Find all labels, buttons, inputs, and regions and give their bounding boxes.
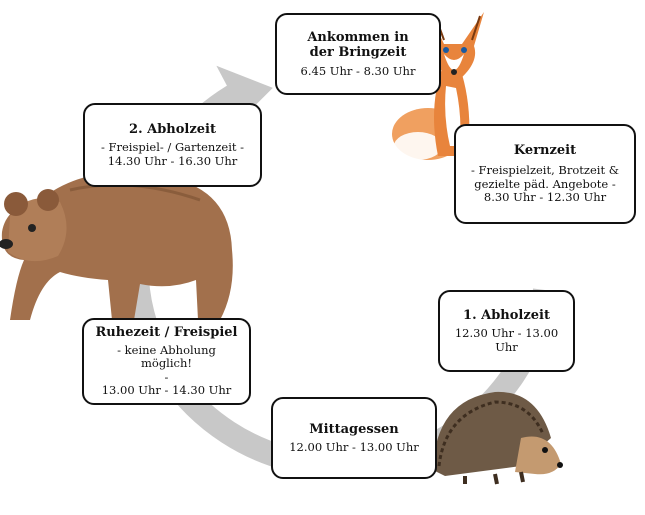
pickup1-time: 12.30 Uhr - 13.00 Uhr	[454, 326, 559, 354]
rest-note-dash: -	[164, 369, 169, 384]
bear-icon	[0, 172, 233, 320]
fox-icon	[392, 12, 484, 160]
pickup1-title: 1. Abholzeit	[463, 307, 550, 323]
rest-box: Ruhezeit / Freispiel - keine Abholung mö…	[82, 318, 251, 405]
arrival-box: Ankommen in der Bringzeit 6.45 Uhr - 8.3…	[275, 13, 441, 95]
rest-time: 13.00 Uhr - 14.30 Uhr	[101, 383, 232, 398]
core-box: Kernzeit - Freispielzeit, Brotzeit & gez…	[454, 124, 636, 224]
arrival-title: Ankommen in der Bringzeit	[307, 29, 409, 61]
core-time: 8.30 Uhr - 12.30 Uhr	[483, 190, 607, 205]
lunch-time: 12.00 Uhr - 13.00 Uhr	[289, 439, 419, 454]
pickup2-time: 14.30 Uhr - 16.30 Uhr	[107, 153, 238, 168]
lunch-title: Mittagessen	[309, 421, 399, 437]
core-activities: - Freispielzeit, Brotzeit &	[471, 163, 619, 178]
core-title: Kernzeit	[513, 142, 577, 158]
pickup2-title: 2. Abholzeit	[129, 121, 216, 137]
pickup1-box: 1. Abholzeit 12.30 Uhr - 13.00 Uhr	[438, 290, 575, 372]
core-activities-cont: gezielte päd. Angebote -	[474, 176, 616, 191]
hedgehog-icon	[433, 391, 563, 485]
lunch-box: Mittagessen 12.00 Uhr - 13.00 Uhr	[271, 397, 437, 479]
rest-note: - keine Abholung möglich!	[117, 342, 216, 371]
pickup2-box: 2. Abholzeit - Freispiel- / Gartenzeit -…	[83, 103, 262, 187]
rest-title: Ruhezeit / Freispiel	[95, 325, 238, 341]
pickup2-activities: - Freispiel- / Gartenzeit -	[100, 140, 245, 155]
arrival-time: 6.45 Uhr - 8.30 Uhr	[300, 63, 416, 78]
